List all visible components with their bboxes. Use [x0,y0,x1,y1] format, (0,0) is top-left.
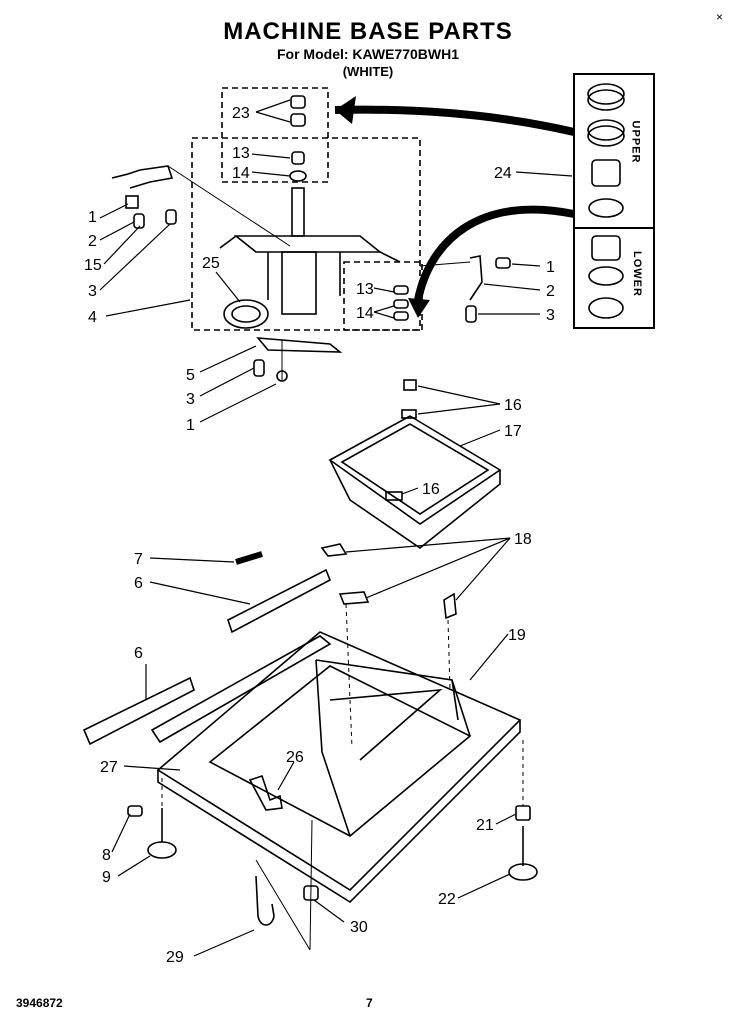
page-number: 7 [366,996,373,1010]
callout: 14 [356,305,374,322]
page-title: MACHINE BASE PARTS [223,18,513,45]
callout: 2 [546,283,555,300]
callout: 25 [202,255,220,272]
lower-kit-arrow [414,205,575,301]
model-line: For Model: KAWE770BWH1 [276,46,459,62]
callout: 4 [88,309,97,326]
upper-kit-arrow [334,105,575,136]
bushing-kit-box [573,73,655,329]
transmission-box [191,137,421,331]
callout: 21 [476,817,494,834]
callout: 18 [514,531,532,548]
callout: 3 [546,307,555,324]
corner-mark: × [716,10,724,24]
callout: 3 [88,283,97,300]
callout: 26 [286,749,304,766]
callout: 1 [546,259,555,276]
callout: 2 [88,233,97,250]
callout: 9 [102,869,111,886]
callout: 16 [422,481,440,498]
callout: 27 [100,759,118,776]
lower-kit-label: LOWER [630,251,643,297]
callout: 3 [186,391,195,408]
callout: 13 [356,281,374,298]
callout: 13 [232,145,250,162]
callout: 29 [166,949,184,966]
upper-kit-label: UPPER [629,120,642,164]
callout: 24 [494,165,512,182]
callout: 1 [186,417,195,434]
callout: 6 [134,575,143,592]
color-line: (WHITE) [342,64,394,79]
callout: 30 [350,919,368,936]
callout: 14 [232,165,250,182]
callout: 22 [438,891,456,908]
callout: 5 [186,367,195,384]
callout: 7 [134,551,143,568]
callout-labels: 23 13 14 1 2 15 3 4 25 13 14 24 1 2 3 5 … [84,105,555,966]
upper-cap-box [221,87,329,183]
callout: 8 [102,847,111,864]
callout: 16 [504,397,522,414]
callout: 17 [504,423,522,440]
callout: 19 [508,627,526,644]
callout: 6 [134,645,143,662]
callout: 15 [84,257,102,274]
callout: 1 [88,209,97,226]
doc-number: 3946872 [16,996,63,1010]
callout: 23 [232,105,250,122]
